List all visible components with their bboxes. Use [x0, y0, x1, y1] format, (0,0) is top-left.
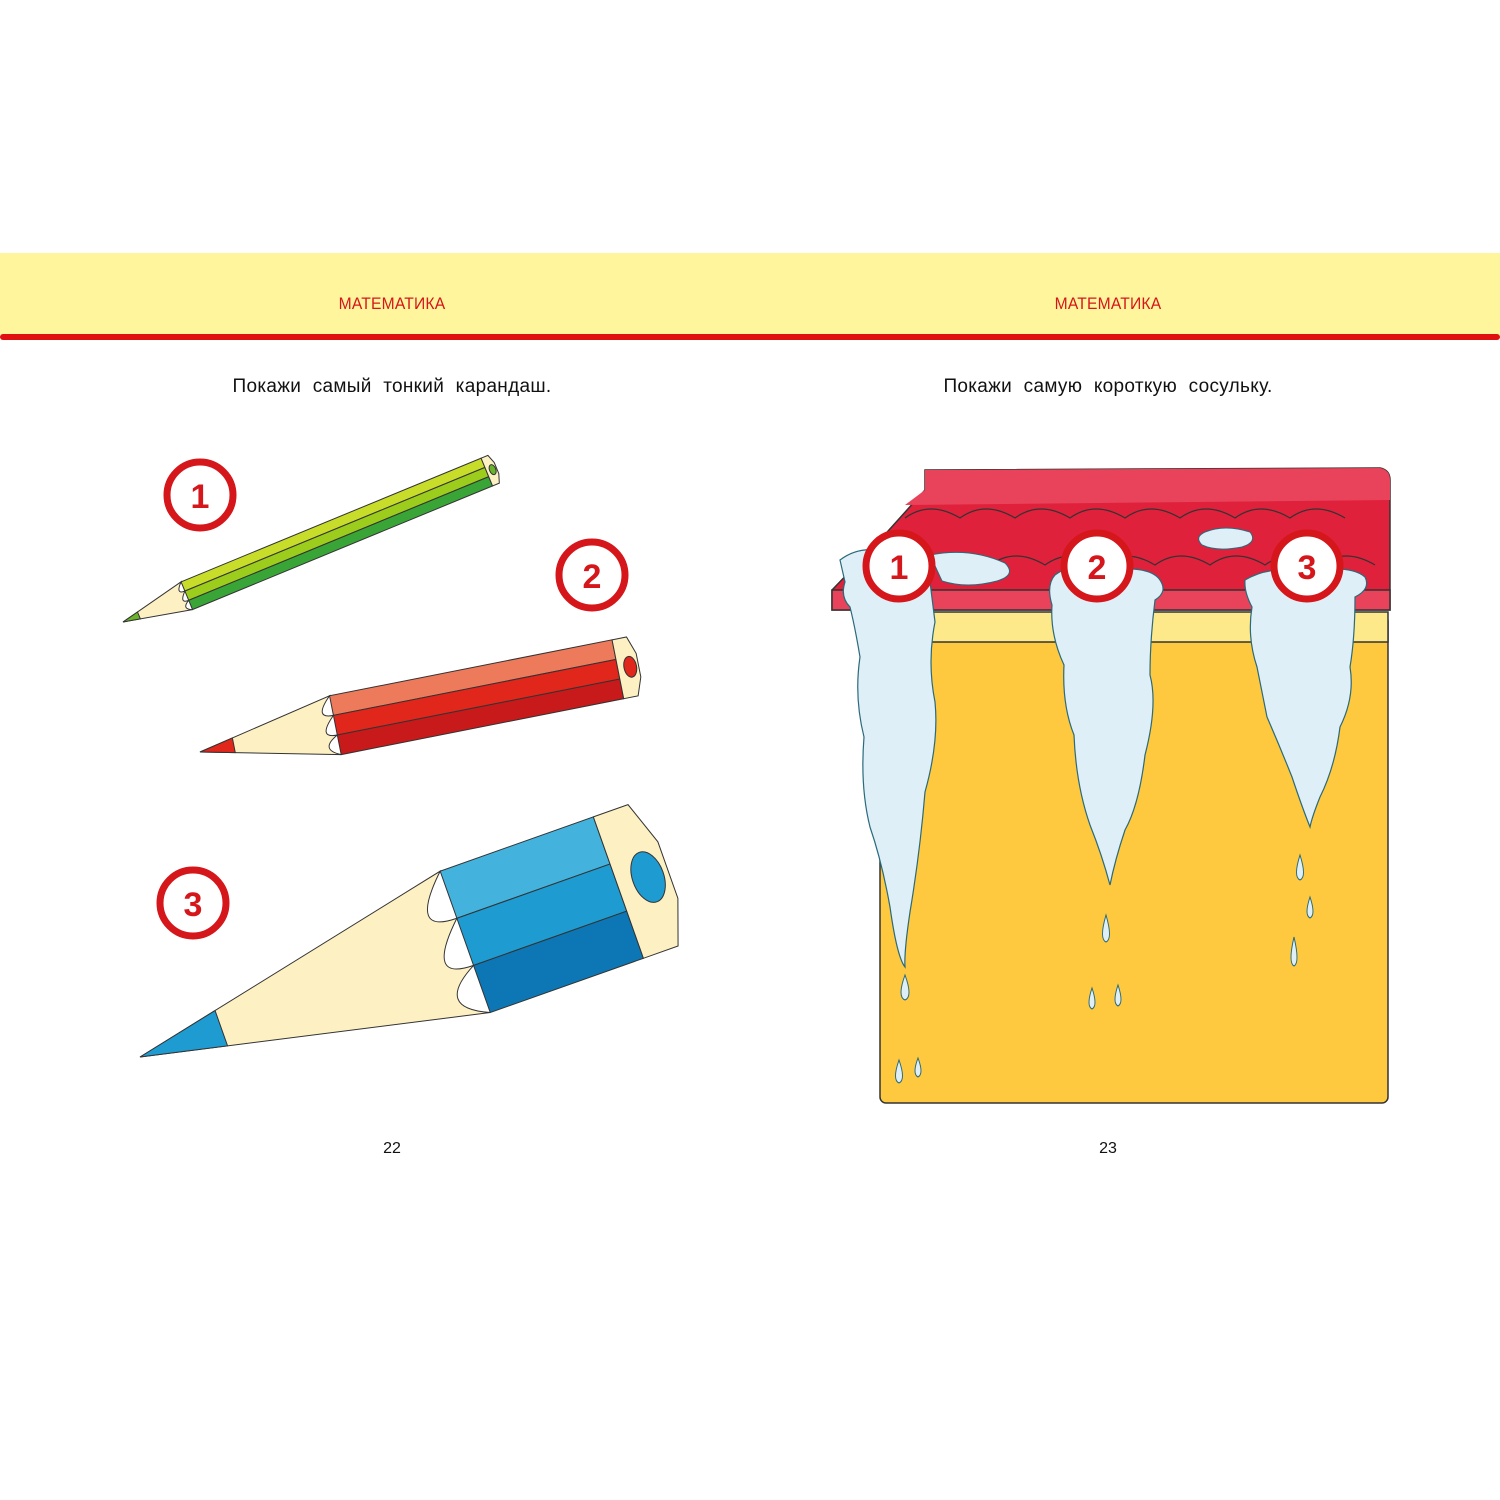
- number-badge: 1: [163, 458, 237, 532]
- snow-patch: [929, 551, 1010, 586]
- badge-number: 1: [191, 478, 210, 516]
- icicles-illustration: [831, 467, 1391, 1104]
- header-divider: [0, 334, 1500, 340]
- header-band: [0, 253, 1500, 335]
- water-drops: [895, 853, 1314, 1084]
- badge-number: 3: [1298, 549, 1317, 587]
- left-instruction: Покажи самый тонкий карандаш.: [232, 376, 552, 397]
- badge-circle: [862, 529, 936, 603]
- badge-number: 2: [583, 558, 602, 596]
- number-badge: 3: [156, 866, 230, 940]
- pencil-lead: [139, 1009, 229, 1058]
- pencil-wood: [139, 869, 491, 1058]
- number-badge: 2: [1060, 529, 1134, 603]
- pencils-illustration: [115, 454, 693, 1127]
- pencil-end-lead: [630, 851, 666, 903]
- pencil-lead: [199, 737, 236, 754]
- badge-circle: [1060, 529, 1134, 603]
- pencil-2[interactable]: [194, 636, 644, 782]
- badge-number: 2: [1088, 549, 1107, 587]
- pencil-end-lead: [623, 655, 638, 678]
- pencil-wood: [199, 694, 342, 756]
- pencil-wood: [122, 580, 193, 623]
- right-page-number: 23: [1099, 1140, 1117, 1157]
- badge-number: 3: [184, 886, 203, 924]
- badge-number: 1: [890, 549, 909, 587]
- badge-circle: [1270, 529, 1344, 603]
- right-instruction: Покажи самую короткую сосульку.: [943, 376, 1273, 397]
- badge-circle: [163, 458, 237, 532]
- pencil-lead: [122, 611, 142, 623]
- icicle-1: [839, 549, 937, 969]
- number-badge: 3: [1270, 529, 1344, 603]
- badge-circle: [555, 538, 629, 612]
- snow-patch: [1198, 527, 1254, 550]
- pencil-1[interactable]: [117, 454, 502, 636]
- badge-circle: [156, 866, 230, 940]
- left-page-header: МАТЕМАТИКА: [338, 294, 446, 313]
- number-badge: 1: [862, 529, 936, 603]
- right-page-header: МАТЕМАТИКА: [1054, 294, 1162, 313]
- roof-top: [905, 468, 1390, 505]
- pencil-3[interactable]: [115, 799, 693, 1127]
- icicle-3: [1244, 568, 1368, 830]
- pencil-end-lead: [488, 464, 497, 476]
- number-badge: 2: [555, 538, 629, 612]
- left-page-number: 22: [383, 1140, 401, 1157]
- number-badges: 1 2 3 1 2 3: [156, 458, 1344, 940]
- icicle-2: [1049, 565, 1164, 886]
